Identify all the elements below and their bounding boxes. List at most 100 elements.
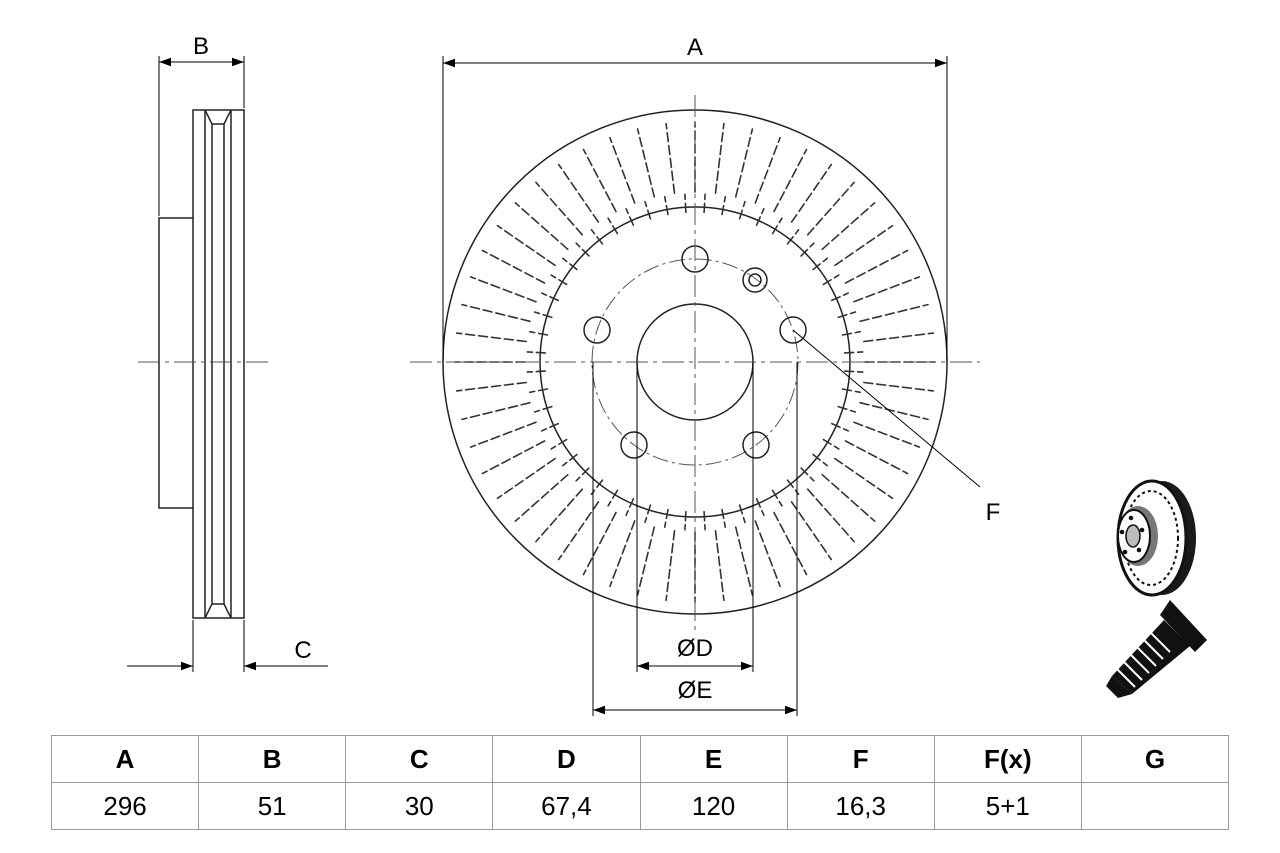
cooling-vent-slot <box>754 520 781 588</box>
cooling-vent-slot <box>609 136 636 204</box>
cooling-vent-slot <box>812 453 829 467</box>
cooling-vent-slot <box>469 276 537 303</box>
cooling-vent-slot <box>461 303 531 323</box>
front-view-centerlines <box>410 95 980 630</box>
cooling-vent-slot <box>535 488 584 543</box>
cooling-vent-slot <box>550 438 568 450</box>
cooling-vent-slot <box>843 351 864 354</box>
cooling-vent-slot <box>703 510 706 531</box>
cooling-vent-slot <box>800 467 815 482</box>
cooling-vent-slot <box>822 274 840 286</box>
cooling-vent-slot <box>834 224 894 267</box>
cooling-vent-slot <box>607 489 619 507</box>
cooling-vent-slot <box>821 473 876 522</box>
spec-value-c: 30 <box>345 782 494 830</box>
cooling-vent-slot <box>481 440 546 475</box>
cooling-vent-slot <box>859 401 929 421</box>
cooling-vent-slot <box>800 242 815 257</box>
cooling-vent-slot <box>714 122 725 194</box>
cooling-vent-slot <box>844 440 909 475</box>
cooling-vent-slot <box>738 200 746 220</box>
cooling-vent-slot <box>834 457 894 500</box>
cooling-vent-slot <box>812 257 829 271</box>
cooling-vent-slot <box>665 122 676 194</box>
spec-table-header-row: A B C D E F F(x) G <box>50 735 1230 783</box>
spec-value-g <box>1080 782 1230 830</box>
side-view <box>158 109 245 619</box>
spec-table-value-row: 296 51 30 67,4 120 16,3 5+1 <box>50 782 1230 830</box>
cooling-vent-slot <box>821 202 876 251</box>
cooling-vent-slot <box>806 488 855 543</box>
dimension-b <box>158 56 245 216</box>
cooling-vents-inner <box>526 193 864 531</box>
bolt-holes <box>583 245 807 459</box>
cooling-vent-slot <box>663 508 669 529</box>
cooling-vent-slot <box>526 351 547 354</box>
spec-header-f: F <box>786 735 935 783</box>
side-view-vent-notches <box>204 109 232 619</box>
spec-header-fx: F(x) <box>933 735 1082 783</box>
retaining-screw-hole <box>742 267 768 293</box>
cooling-vent-slot <box>786 229 800 245</box>
cooling-vent-slot <box>461 401 531 421</box>
bolt-hole <box>620 431 648 459</box>
cooling-vent-slot <box>843 370 864 373</box>
spec-header-b: B <box>198 735 347 783</box>
cooling-vent-slot <box>625 497 635 517</box>
cooling-vent-slot <box>841 388 862 394</box>
cooling-vent-slot <box>575 242 590 257</box>
bolt-hole <box>742 431 770 459</box>
cooling-vent-slot <box>844 249 909 284</box>
cooling-vent-slot <box>714 529 725 602</box>
dimension-c-label: C <box>294 637 311 664</box>
spec-value-f: 16,3 <box>786 782 935 830</box>
cooling-vent-slot <box>721 508 727 529</box>
cooling-vent-slot <box>830 292 850 302</box>
cooling-vent-slot <box>533 405 553 413</box>
cooling-vent-slot <box>636 526 656 596</box>
cooling-vent-slot <box>644 504 652 524</box>
cooling-vent-slot <box>590 229 604 245</box>
cooling-vent-slot <box>859 303 929 323</box>
cooling-vent-slot <box>514 473 569 522</box>
side-view-inner-lines <box>204 110 232 618</box>
cooling-vent-slot <box>550 274 568 286</box>
cooling-vent-slot <box>481 249 546 284</box>
cooling-vent-slot <box>830 422 850 432</box>
cooling-vent-slot <box>754 136 781 204</box>
bolt-hole <box>583 316 611 344</box>
cooling-vent-slot <box>755 497 765 517</box>
technical-drawing: B C A <box>127 33 1207 716</box>
cooling-vent-slot <box>607 217 619 235</box>
cooling-vent-slot <box>837 311 857 319</box>
cooling-vent-slot <box>721 196 727 216</box>
cooling-vent-slot <box>644 200 652 220</box>
cooling-vent-slot <box>514 202 569 251</box>
cooling-vent-slot <box>684 193 687 214</box>
cooling-vent-slot <box>496 457 556 500</box>
cooling-vent-slot <box>535 181 584 236</box>
bolt-hole <box>779 316 807 344</box>
cooling-vent-slot <box>773 148 808 213</box>
cooling-vent-slot <box>561 453 578 467</box>
dimension-a-label: A <box>687 34 703 61</box>
cooling-vent-slot <box>496 224 556 267</box>
cooling-vent-slot <box>540 422 560 432</box>
dimension-a <box>442 56 948 362</box>
cooling-vent-slot <box>734 526 754 596</box>
dimension-e-label: ØE <box>678 677 713 704</box>
cooling-vent-slot <box>625 208 635 226</box>
cooling-vent-slot <box>455 381 528 392</box>
spec-value-a: 296 <box>50 782 200 830</box>
spec-header-d: D <box>492 735 641 783</box>
cooling-vent-slot <box>862 381 935 392</box>
spec-header-e: E <box>639 735 788 783</box>
cooling-vent-slot <box>790 163 833 223</box>
cooling-vent-slot <box>684 510 687 531</box>
cooling-vent-slot <box>557 501 600 561</box>
cooling-vent-slot <box>528 388 549 394</box>
cooling-vent-slot <box>755 208 765 226</box>
cooling-vent-slot <box>790 501 833 561</box>
cooling-vent-slot <box>663 196 669 216</box>
cooling-vent-slot <box>734 128 754 198</box>
